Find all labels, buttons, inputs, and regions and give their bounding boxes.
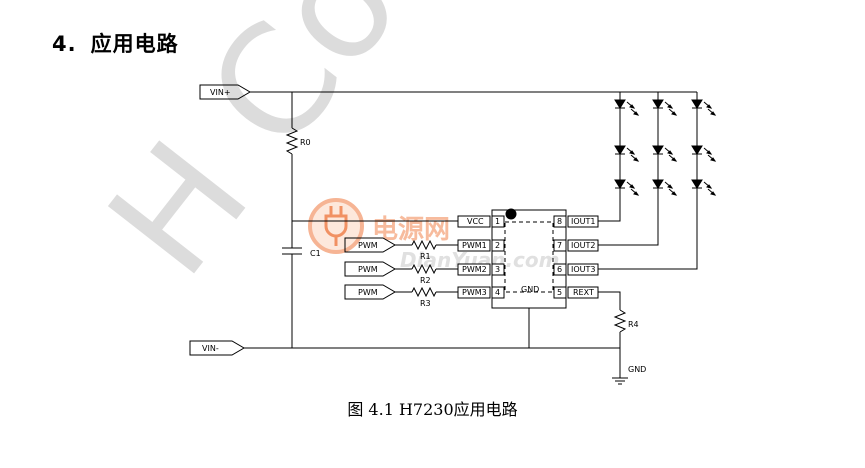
led-diode xyxy=(652,179,678,196)
ic-pin-8: 8 IOUT1 xyxy=(553,215,599,228)
r4-resistor xyxy=(613,309,627,333)
ic-h7230: GND VCC 1 PWM1 2 PWM2 3 PWM3 4 xyxy=(457,208,599,348)
ic-pin-6: 6 IOUT3 xyxy=(553,263,599,276)
iout2-wire xyxy=(598,196,659,246)
section-title: 应用电路 xyxy=(90,32,179,56)
pwm-label-2: PWM xyxy=(358,265,378,274)
r2-resistor xyxy=(411,263,437,275)
r1-label: R1 xyxy=(420,252,431,261)
vin-plus-port: VIN+ xyxy=(199,84,251,100)
vin-minus-port: VIN- xyxy=(189,340,245,356)
section-heading: 4. 应用电路 xyxy=(52,28,179,58)
led-strings xyxy=(614,92,717,196)
led-diode xyxy=(652,99,678,116)
ic-gnd-label: GND xyxy=(521,285,539,294)
svg-text:IOUT3: IOUT3 xyxy=(571,265,596,274)
gnd-label: GND xyxy=(628,365,646,374)
figure-caption: 图 4.1 H7230应用电路 xyxy=(347,400,518,419)
ic-pin-4: PWM3 4 xyxy=(457,286,505,299)
svg-text:4: 4 xyxy=(495,288,500,297)
svg-text:7: 7 xyxy=(557,241,562,250)
svg-text:PWM1: PWM1 xyxy=(462,241,487,250)
svg-text:8: 8 xyxy=(557,217,562,226)
r4-label: R4 xyxy=(628,320,639,329)
r3-label: R3 xyxy=(420,299,431,308)
pin1-marker xyxy=(505,208,517,220)
r0-label: R0 xyxy=(300,138,311,147)
ic-pin-3: PWM2 3 xyxy=(457,263,505,276)
led-string-1 xyxy=(614,92,640,196)
pwm-label-3: PWM xyxy=(358,288,378,297)
svg-text:1: 1 xyxy=(495,217,500,226)
dianyuan-logo: 电源网 DianYuan.com xyxy=(308,198,559,272)
vin-plus-label: VIN+ xyxy=(210,88,231,97)
iout3-wire xyxy=(598,196,698,270)
led-diode xyxy=(652,145,678,162)
pwm-input-2: PWM R2 xyxy=(344,261,458,285)
led-diode xyxy=(614,145,640,162)
plug-icon xyxy=(324,206,348,246)
ic-pin-5: 5 REXT xyxy=(553,286,599,299)
led-diode xyxy=(691,99,717,116)
logo-circle xyxy=(308,198,364,254)
r2-label: R2 xyxy=(420,276,431,285)
r1-resistor xyxy=(411,239,437,251)
pwm-label-1: PWM xyxy=(358,241,378,250)
svg-text:REXT: REXT xyxy=(573,288,594,297)
ic-pin-2: PWM1 2 xyxy=(457,239,505,252)
led-diode xyxy=(614,179,640,196)
led-diode xyxy=(614,99,640,116)
iout1-wire xyxy=(598,196,621,222)
section-number: 4. xyxy=(52,32,77,56)
svg-text:PWM2: PWM2 xyxy=(462,265,487,274)
pwm-input-1: PWM R1 xyxy=(344,237,458,261)
svg-text:6: 6 xyxy=(557,265,562,274)
logo-brand-cn: 电源网 xyxy=(372,215,450,245)
led-diode xyxy=(691,179,717,196)
svg-text:PWM3: PWM3 xyxy=(462,288,487,297)
svg-text:IOUT2: IOUT2 xyxy=(571,241,596,250)
c1-label: C1 xyxy=(310,249,321,258)
svg-text:VCC: VCC xyxy=(467,217,484,226)
svg-text:2: 2 xyxy=(495,241,500,250)
svg-text:IOUT1: IOUT1 xyxy=(571,217,596,226)
svg-text:5: 5 xyxy=(557,288,562,297)
svg-text:3: 3 xyxy=(495,265,500,274)
r3-resistor xyxy=(411,286,437,298)
led-string-3 xyxy=(691,92,717,196)
vin-minus-label: VIN- xyxy=(202,344,219,353)
r0-resistor xyxy=(285,127,299,155)
led-diode xyxy=(691,145,717,162)
pwm-input-3: PWM R3 xyxy=(344,284,458,308)
rext-wire xyxy=(598,291,621,310)
ground-symbol xyxy=(612,377,628,385)
ic-thermal-pad xyxy=(504,221,554,293)
ic-pin-1: VCC 1 xyxy=(457,215,505,228)
ic-pin-7: 7 IOUT2 xyxy=(553,239,599,252)
led-string-2 xyxy=(652,92,678,196)
